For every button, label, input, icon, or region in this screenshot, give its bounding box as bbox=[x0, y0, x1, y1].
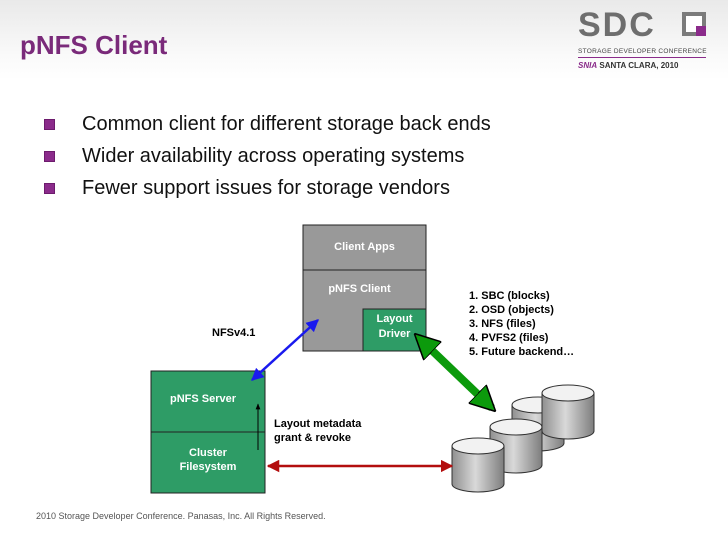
nfs-protocol-label: NFSv4.1 bbox=[212, 327, 256, 339]
backend-item: 4. PVFS2 (files) bbox=[469, 332, 549, 344]
metadata-label-line1: Layout metadata bbox=[274, 418, 362, 430]
disk-cylinder-icon bbox=[451, 437, 505, 493]
bullet-text: Wider availability across operating syst… bbox=[82, 145, 465, 167]
pnfs-client-label: pNFS Client bbox=[328, 283, 391, 295]
client-apps-label: Client Apps bbox=[334, 241, 395, 253]
backend-item: 3. NFS (files) bbox=[469, 318, 536, 330]
metadata-label-line2: grant & revoke bbox=[274, 432, 352, 444]
logo-rule bbox=[578, 57, 706, 58]
bullet-list: Common client for different storage back… bbox=[44, 112, 491, 208]
footer-copyright: 2010 Storage Developer Conference. Panas… bbox=[36, 511, 326, 521]
bullet-item: Wider availability across operating syst… bbox=[44, 144, 491, 176]
logo-wordmark: SDC bbox=[578, 6, 656, 44]
client-apps-box bbox=[302, 224, 427, 271]
title-band bbox=[0, 0, 728, 80]
logo-location: SNIA SANTA CLARA, 2010 bbox=[578, 61, 678, 70]
square-bullet-icon bbox=[44, 151, 55, 162]
logo-location-text: SANTA CLARA, 2010 bbox=[599, 61, 679, 70]
square-bullet-icon bbox=[44, 119, 55, 130]
backend-item: 2. OSD (objects) bbox=[469, 304, 554, 316]
layout-driver-label-line2: Driver bbox=[378, 328, 411, 340]
cluster-filesystem-label-line2: Filesystem bbox=[179, 461, 237, 473]
logo-subtitle: STORAGE DEVELOPER CONFERENCE bbox=[578, 48, 707, 55]
bullet-text: Fewer support issues for storage vendors bbox=[82, 177, 450, 199]
backend-item: 1. SBC (blocks) bbox=[469, 290, 550, 302]
backend-item: 5. Future backend… bbox=[469, 346, 575, 358]
square-bullet-icon bbox=[44, 183, 55, 194]
pnfs-server-label: pNFS Server bbox=[169, 393, 237, 405]
sdc-logo: SDC STORAGE DEVELOPER CONFERENCE SNIA SA… bbox=[572, 6, 712, 76]
cluster-filesystem-label-line1: Cluster bbox=[189, 447, 227, 459]
bullet-item: Fewer support issues for storage vendors bbox=[44, 176, 491, 208]
disk-cylinder-icon bbox=[541, 384, 595, 440]
logo-org: SNIA bbox=[578, 61, 598, 70]
bullet-text: Common client for different storage back… bbox=[82, 113, 491, 135]
pnfs-server-box bbox=[150, 370, 266, 433]
sdc-logo-mark-icon bbox=[682, 12, 706, 36]
cluster-filesystem-box bbox=[150, 431, 266, 494]
layout-driver-arrow bbox=[418, 337, 492, 408]
slide-title: pNFS Client bbox=[20, 30, 168, 60]
layout-driver-label-line1: Layout bbox=[376, 313, 413, 325]
nfs-arrow bbox=[251, 319, 319, 381]
bullet-item: Common client for different storage back… bbox=[44, 112, 491, 144]
